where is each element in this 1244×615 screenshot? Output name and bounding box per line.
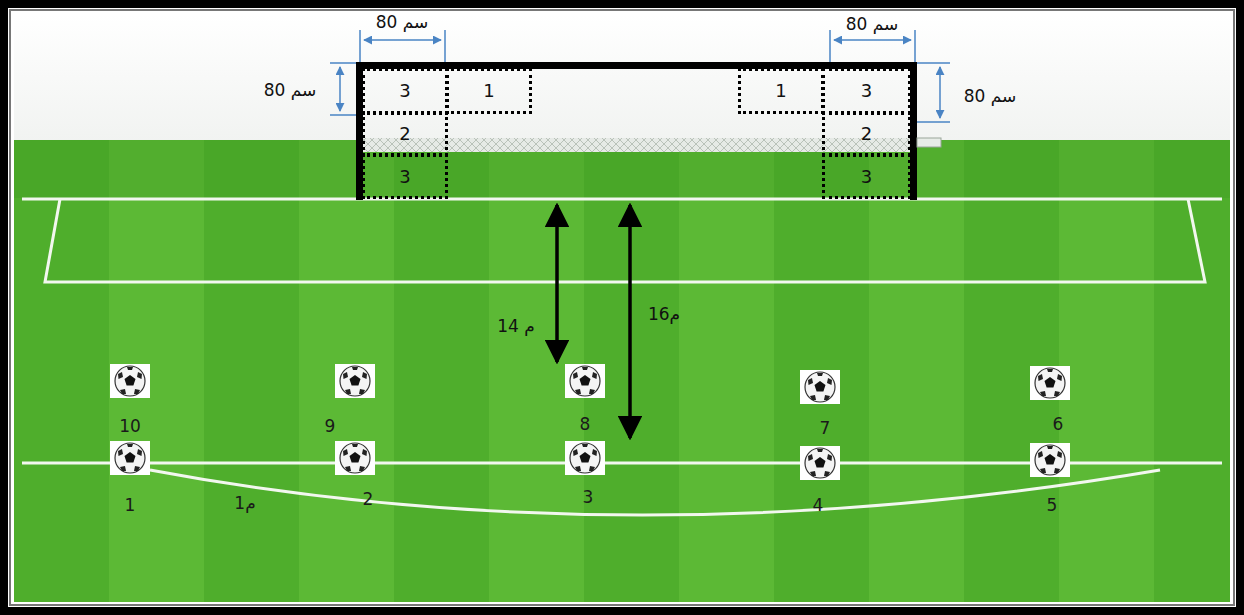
target-number: 3 — [399, 82, 410, 100]
goal-net — [362, 138, 912, 152]
target-square: 2 — [362, 112, 448, 156]
ball — [1030, 366, 1070, 400]
ball — [110, 441, 150, 475]
ball-number: 6 — [1053, 415, 1064, 434]
target-number: 2 — [399, 125, 410, 143]
target-square: 1 — [446, 68, 532, 114]
target-number: 2 — [861, 125, 872, 143]
pitch-markings — [22, 199, 1222, 515]
ball — [1030, 443, 1070, 477]
balls — [110, 364, 1070, 480]
target-number: 3 — [399, 168, 410, 186]
target-square: 2 — [822, 112, 911, 156]
ball — [565, 441, 605, 475]
target-square: 3 — [822, 154, 911, 199]
ball-number: 8 — [580, 415, 591, 434]
ball — [335, 364, 375, 398]
dimension-label: 80 سم — [264, 81, 317, 100]
ball — [565, 364, 605, 398]
spacing-label: 1م — [234, 494, 255, 513]
sky-area — [14, 14, 1230, 142]
ball — [800, 446, 840, 480]
ball-number: 7 — [820, 419, 831, 438]
ball-number: 9 — [325, 417, 336, 436]
target-square: 3 — [362, 154, 448, 199]
dimension-label: 80 سم — [964, 87, 1017, 106]
dimension-label: 80 سم — [846, 15, 899, 34]
ball-number: 3 — [583, 488, 594, 507]
target-square: 3 — [822, 68, 911, 114]
ball-number: 2 — [363, 490, 374, 509]
ball-number: 10 — [119, 417, 141, 436]
target-number: 1 — [775, 82, 786, 100]
dimension-label: 80 سم — [376, 13, 429, 32]
inner-frame — [10, 10, 1234, 605]
target-square: 3 — [362, 68, 448, 114]
ball-number: 4 — [813, 496, 824, 515]
distance-label: 16م — [648, 305, 680, 324]
dimension-lines — [330, 30, 950, 122]
target-number: 1 — [483, 82, 494, 100]
ball — [110, 364, 150, 398]
distance-label: 14 م — [497, 317, 535, 336]
outer-frame — [4, 4, 1240, 611]
target-square: 1 — [738, 68, 824, 114]
grass-field — [14, 140, 1230, 602]
target-number: 3 — [861, 168, 872, 186]
ball — [800, 370, 840, 404]
distance-arrows — [557, 205, 630, 438]
ball — [335, 441, 375, 475]
target-number: 3 — [861, 82, 872, 100]
goal-frame — [356, 62, 941, 200]
ball-number: 1 — [125, 496, 136, 515]
ball-number: 5 — [1047, 496, 1058, 515]
